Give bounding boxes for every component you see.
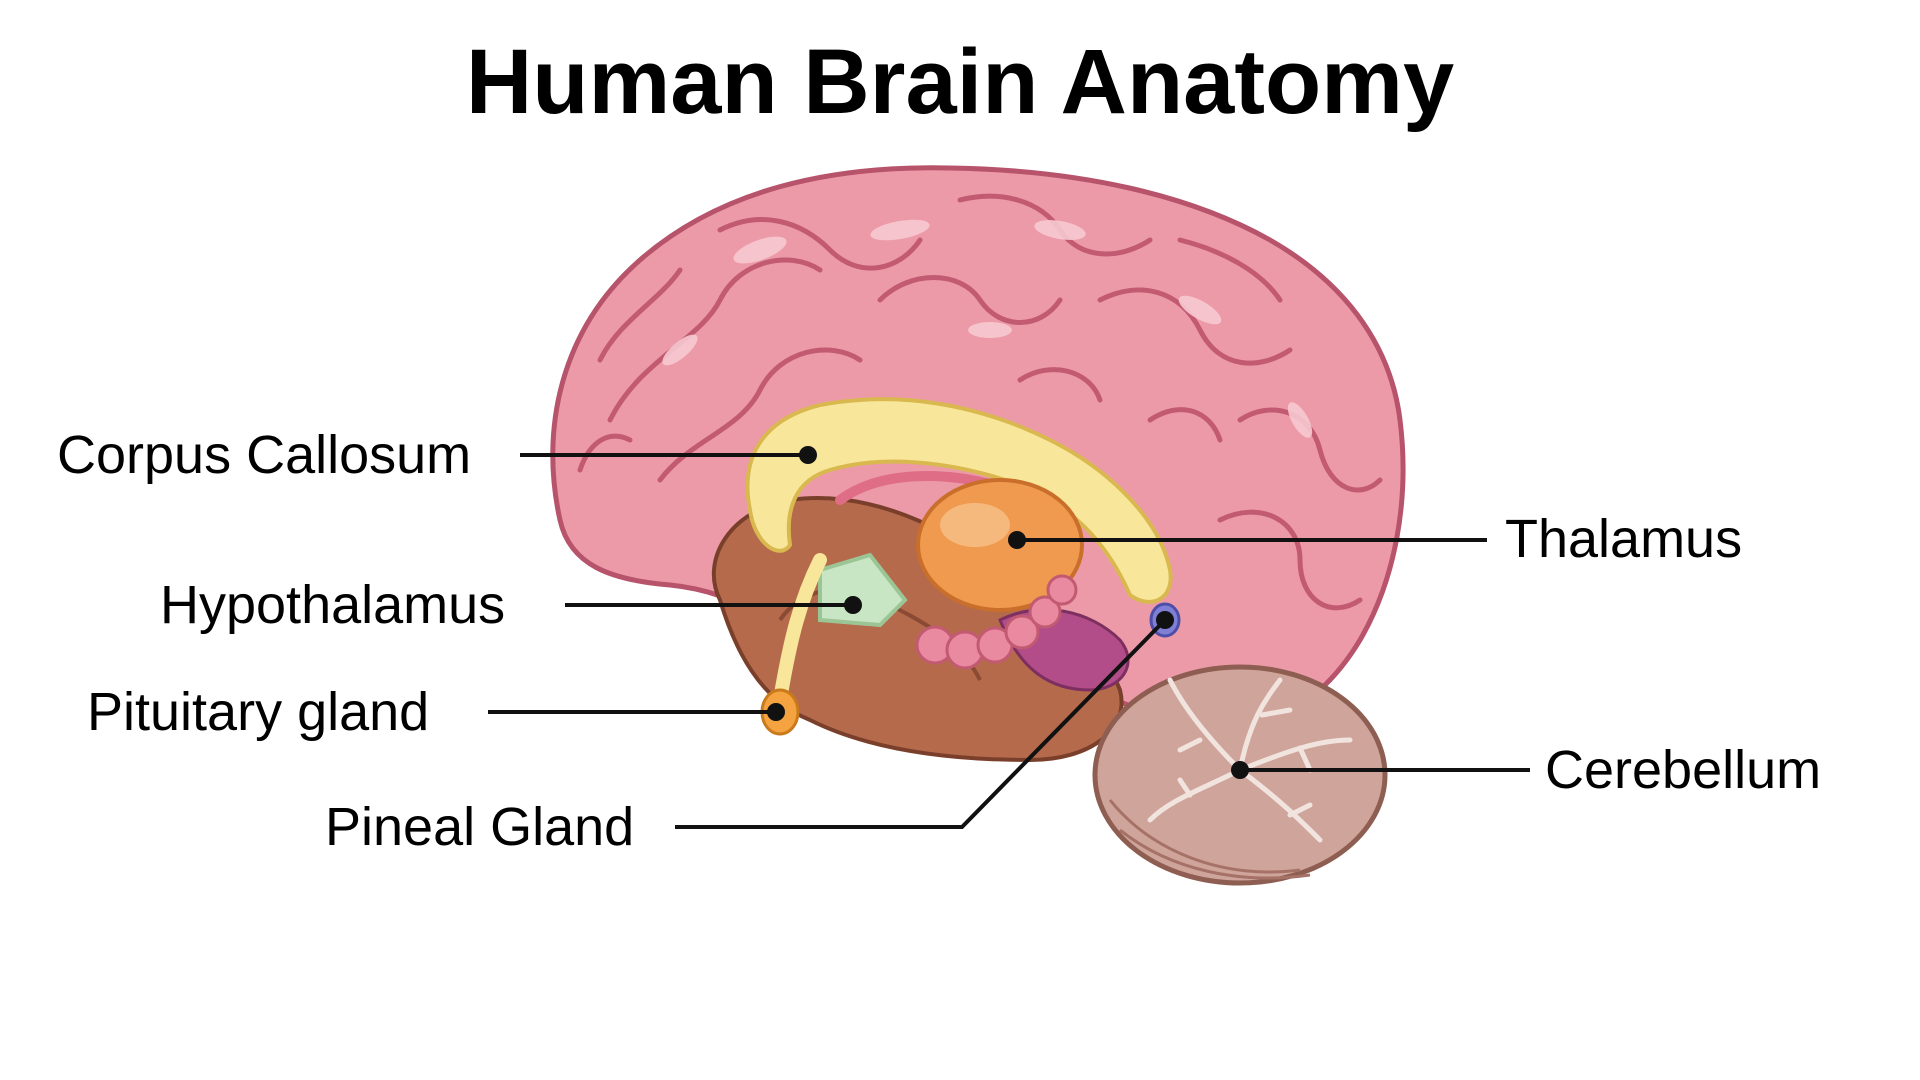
hypothalamus — [818, 552, 908, 628]
leader-dots — [767, 446, 1249, 779]
dot-cerebellum — [1231, 761, 1249, 779]
hippocampus — [915, 574, 1078, 670]
label-pineal-gland: Pineal Gland — [325, 797, 635, 857]
cerebellum-arbor — [1147, 677, 1353, 843]
label-corpus-callosum: Corpus Callosum — [57, 425, 472, 485]
label-thalamus: Thalamus — [1505, 509, 1743, 569]
dot-hypothalamus — [844, 596, 862, 614]
dot-pituitary — [767, 703, 785, 721]
label-pituitary-gland: Pituitary gland — [87, 682, 430, 742]
leader-lines — [488, 453, 1530, 829]
dot-pineal — [1156, 611, 1174, 629]
diagram-title: Human Brain Anatomy — [465, 31, 1455, 133]
cerebrum-highlights — [662, 219, 1313, 438]
label-cerebellum: Cerebellum — [1545, 740, 1822, 800]
leader-pineal — [675, 618, 1167, 829]
dot-corpus-callosum — [799, 446, 817, 464]
dot-thalamus — [1008, 531, 1026, 549]
corpus-callosum — [745, 397, 1173, 604]
label-hypothalamus: Hypothalamus — [160, 575, 506, 635]
